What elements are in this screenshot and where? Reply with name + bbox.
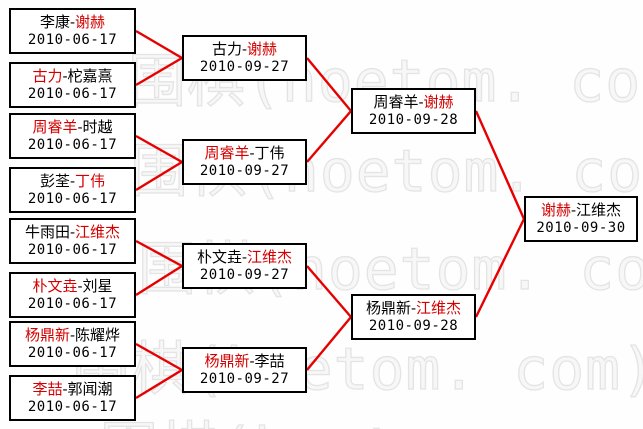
match-players: 朴文垚-刘星 xyxy=(32,277,112,295)
match-players: 朴文垚-江维杰 xyxy=(197,248,292,266)
vs-dash: - xyxy=(69,13,76,32)
player1-name: 周睿羊 xyxy=(204,144,250,163)
match-r3-2: 杨鼎新-江维杰 2010-09-28 xyxy=(351,294,476,340)
vs-dash: - xyxy=(69,172,76,191)
vs-dash: - xyxy=(69,326,76,345)
player1-name: 李喆 xyxy=(32,380,63,399)
match-r2-2: 周睿羊-丁伟 2010-09-27 xyxy=(182,139,307,185)
match-date: 2010-06-17 xyxy=(27,241,118,258)
match-r1-4: 彭荃-丁伟 2010-06-17 xyxy=(9,167,136,213)
player2-name: 谢赫 xyxy=(423,93,454,112)
vs-dash: - xyxy=(418,93,424,112)
vs-dash: - xyxy=(410,299,417,318)
player1-name: 李康 xyxy=(39,13,70,32)
watermark-text: 围棋(hoetom. com) xyxy=(99,402,643,429)
match-players: 杨鼎新-李喆 xyxy=(204,352,284,370)
player2-name: 谢赫 xyxy=(75,13,106,32)
match-r1-6: 朴文垚-刘星 2010-06-17 xyxy=(9,272,136,318)
match-date: 2010-09-27 xyxy=(199,58,290,75)
player1-name: 彭荃 xyxy=(39,172,70,191)
vs-dash: - xyxy=(62,380,68,399)
vs-dash: - xyxy=(241,40,248,59)
player1-name: 杨鼎新 xyxy=(365,299,411,318)
match-r1-2: 古力-柁嘉熹 2010-06-17 xyxy=(9,62,136,108)
match-players: 杨鼎新-江维杰 xyxy=(366,299,461,317)
match-players: 周睿羊-丁伟 xyxy=(204,144,284,162)
player2-name: 丁伟 xyxy=(254,144,285,163)
player2-name: 江维杰 xyxy=(75,223,121,242)
player1-name: 杨鼎新 xyxy=(204,352,250,371)
player1-name: 古力 xyxy=(32,67,63,86)
match-date: 2010-06-17 xyxy=(27,398,118,415)
match-players: 彭荃-丁伟 xyxy=(40,172,105,190)
player2-name: 刘星 xyxy=(82,277,113,296)
vs-dash: - xyxy=(77,118,83,137)
player2-name: 时越 xyxy=(82,118,113,137)
match-date: 2010-09-30 xyxy=(536,219,626,236)
match-date: 2010-06-17 xyxy=(27,295,118,312)
match-r3-1: 周睿羊-谢赫 2010-09-28 xyxy=(351,88,476,134)
player1-name: 朴文垚 xyxy=(196,248,242,267)
player2-name: 丁伟 xyxy=(75,172,106,191)
vs-dash: - xyxy=(62,67,68,86)
player1-name: 周睿羊 xyxy=(373,93,419,112)
match-players: 古力-柁嘉熹 xyxy=(32,67,112,85)
vs-dash: - xyxy=(69,223,76,242)
vs-dash: - xyxy=(77,277,83,296)
match-r1-3: 周睿羊-时越 2010-06-17 xyxy=(9,113,136,159)
match-date: 2010-09-28 xyxy=(368,111,459,128)
match-players: 杨鼎新-陈耀烨 xyxy=(25,326,120,344)
match-date: 2010-06-17 xyxy=(27,344,118,361)
player1-name: 周睿羊 xyxy=(32,118,78,137)
player2-name: 陈耀烨 xyxy=(75,326,121,345)
match-date: 2010-06-17 xyxy=(27,31,118,48)
player2-name: 江维杰 xyxy=(416,299,462,318)
vs-dash: - xyxy=(241,248,248,267)
vs-dash: - xyxy=(570,201,577,220)
player2-name: 李喆 xyxy=(254,352,285,371)
player1-name: 杨鼎新 xyxy=(24,326,70,345)
match-r1-1: 李康-谢赫 2010-06-17 xyxy=(9,8,136,54)
match-r2-1: 古力-谢赫 2010-09-27 xyxy=(182,35,307,81)
player2-name: 柁嘉熹 xyxy=(67,67,113,86)
match-players: 周睿羊-时越 xyxy=(32,118,112,136)
player1-name: 谢赫 xyxy=(540,201,571,220)
match-date: 2010-09-27 xyxy=(199,162,290,179)
match-date: 2010-09-27 xyxy=(199,370,290,387)
match-players: 谢赫-江维杰 xyxy=(541,201,621,219)
vs-dash: - xyxy=(249,352,255,371)
player2-name: 江维杰 xyxy=(576,201,622,220)
match-date: 2010-06-17 xyxy=(27,85,118,102)
player1-name: 古力 xyxy=(211,40,242,59)
match-date: 2010-09-27 xyxy=(199,266,290,283)
match-r1-5: 牛雨田-江维杰 2010-06-17 xyxy=(9,218,136,264)
player1-name: 朴文垚 xyxy=(32,277,78,296)
match-players: 古力-谢赫 xyxy=(212,40,277,58)
match-date: 2010-06-17 xyxy=(27,190,118,207)
player2-name: 谢赫 xyxy=(247,40,278,59)
player1-name: 牛雨田 xyxy=(24,223,70,242)
match-date: 2010-09-28 xyxy=(368,317,459,334)
watermark-text: 围棋(hoetom. com) xyxy=(71,334,643,403)
player2-name: 江维杰 xyxy=(247,248,293,267)
match-players: 牛雨田-江维杰 xyxy=(25,223,120,241)
match-players: 李康-谢赫 xyxy=(40,13,105,31)
match-r1-8: 李喆-郭闻潮 2010-06-17 xyxy=(9,375,136,421)
match-r2-4: 杨鼎新-李喆 2010-09-27 xyxy=(182,347,307,393)
match-r2-3: 朴文垚-江维杰 2010-09-27 xyxy=(182,243,307,289)
vs-dash: - xyxy=(249,144,255,163)
match-r1-7: 杨鼎新-陈耀烨 2010-06-17 xyxy=(9,321,136,367)
match-final: 谢赫-江维杰 2010-09-30 xyxy=(524,196,638,242)
match-players: 李喆-郭闻潮 xyxy=(32,380,112,398)
player2-name: 郭闻潮 xyxy=(67,380,113,399)
match-players: 周睿羊-谢赫 xyxy=(373,93,453,111)
match-date: 2010-06-17 xyxy=(27,136,118,153)
